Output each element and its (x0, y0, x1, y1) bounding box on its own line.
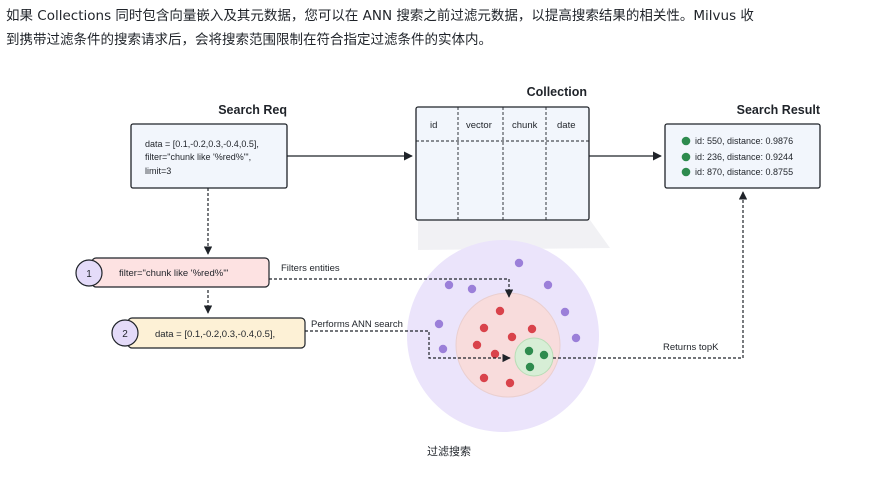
entity-point (571, 333, 581, 343)
filtered-point (490, 349, 500, 359)
intro-line-2: 到携带过滤条件的搜索请求后，会将搜索范围限制在符合指定过滤条件的实体内。 (6, 32, 492, 48)
filter-arrow (269, 278, 514, 298)
topk-circle (514, 337, 554, 377)
collection-title: Collection (527, 85, 587, 99)
search-req-line-1: data = [0.1,-0.2,0.3,-0.4,0.5], (145, 139, 259, 149)
collection-box (415, 106, 590, 221)
entity-point (444, 280, 454, 290)
step1-badge (75, 259, 103, 287)
purple-points (434, 258, 581, 354)
column-header-chunk: chunk (512, 120, 538, 131)
step2-number: 2 (122, 329, 128, 340)
entity-point (467, 284, 477, 294)
filtered-point (495, 306, 505, 316)
topk-point (525, 362, 535, 372)
entity-point (560, 307, 570, 317)
diagram-caption: 过滤搜索 (427, 444, 471, 458)
result-bullet (681, 152, 691, 162)
filtered-point (505, 378, 515, 388)
result-row-2: id: 236, distance: 0.9244 (695, 152, 793, 162)
filtered-point (507, 332, 517, 342)
intro-paragraph: 如果 Collections 同时包含向量嵌入及其元数据，您可以在 ANN 搜索… (6, 4, 876, 52)
result-bullet (681, 167, 691, 177)
step2-text: data = [0.1,-0.2,0.3,-0.4,0.5], (155, 329, 275, 340)
search-result-title: Search Result (737, 103, 821, 117)
step1-text: filter="chunk like '%red%'" (119, 268, 228, 279)
ann-search-label: Performs ANN search (311, 319, 403, 330)
collection-cone (418, 220, 610, 250)
topk-point (524, 346, 534, 356)
step2-badge (111, 319, 139, 347)
filtered-point (479, 323, 489, 333)
search-result-box (664, 123, 821, 189)
filters-entities-label: Filters entities (281, 263, 340, 274)
step1-number: 1 (86, 269, 92, 280)
ann-search-arrow (305, 330, 511, 363)
topk-point (539, 350, 549, 360)
filtered-point (527, 324, 537, 334)
search-req-line-2: filter="chunk like '%red%'", (145, 152, 251, 162)
search-req-line-3: limit=3 (145, 166, 171, 176)
filtered-point (472, 340, 482, 350)
column-header-vector: vector (466, 120, 492, 131)
entity-point (438, 344, 448, 354)
returns-topk-label: Returns topK (663, 342, 719, 353)
entity-point (514, 258, 524, 268)
result-row-1: id: 550, distance: 0.9876 (695, 136, 793, 146)
green-points (524, 346, 549, 372)
filtered-point (479, 373, 489, 383)
column-header-date: date (557, 120, 576, 131)
returns-topk-arrow (553, 191, 748, 359)
entity-point (434, 319, 444, 329)
red-points (472, 306, 537, 388)
result-row-3: id: 870, distance: 0.8755 (695, 167, 793, 177)
search-req-title: Search Req (218, 103, 287, 117)
collection-columns (416, 107, 589, 220)
entity-point (543, 280, 553, 290)
result-bullet (681, 136, 691, 146)
column-header-id: id (430, 120, 437, 131)
intro-line-1: 如果 Collections 同时包含向量嵌入及其元数据，您可以在 ANN 搜索… (6, 8, 754, 24)
